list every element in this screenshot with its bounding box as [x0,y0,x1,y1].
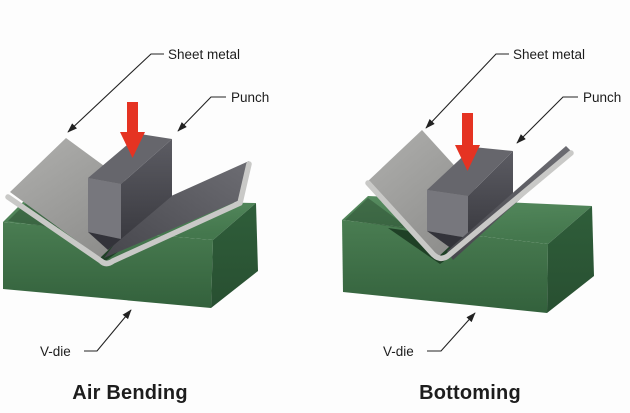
punch-left-face [88,178,121,239]
v-die-right-face [547,206,594,313]
v-die-label: V-die [383,344,414,359]
v-die-leader-line [427,312,476,352]
sheet-metal-front [365,146,574,262]
sheet-metal-label: Sheet metal [513,47,585,62]
punch-right-face [121,139,172,239]
sheet-metal-label: Sheet metal [168,47,240,62]
sheet-metal-leader-line [425,53,509,129]
v-die-label: V-die [40,344,71,359]
punch-label: Punch [231,90,269,105]
air-bending-diagram: Sheet metal Punch V-die Air Bending [3,47,269,404]
punch-block [88,134,172,250]
force-arrow-icon [120,102,145,158]
punch-leader-line [177,96,226,132]
sheet-shadow [345,198,410,229]
sheet-metal-leader-line [67,53,164,133]
diagram-title-bottoming: Bottoming [419,382,521,404]
punch-top-face [427,147,513,196]
sheet-right-wing [104,161,249,258]
punch-label: Punch [583,90,621,105]
punch-leader-line [516,96,578,144]
force-arrow-icon [455,113,480,171]
v-die-leader-line [84,309,132,352]
sheet-thickness-edge [5,161,252,267]
punch-block [427,147,513,249]
sheet-thickness-edge [365,150,574,262]
v-die-front-face [342,220,548,313]
punch-left-face [427,190,468,238]
punch-top-face [88,134,172,184]
diagram-title-air-bending: Air Bending [72,382,188,404]
bottoming-diagram: Sheet metal Punch V-die Bottoming [342,47,621,404]
punch-right-face [468,151,513,238]
punch-tip [88,232,121,250]
v-die-right-face [211,203,258,308]
